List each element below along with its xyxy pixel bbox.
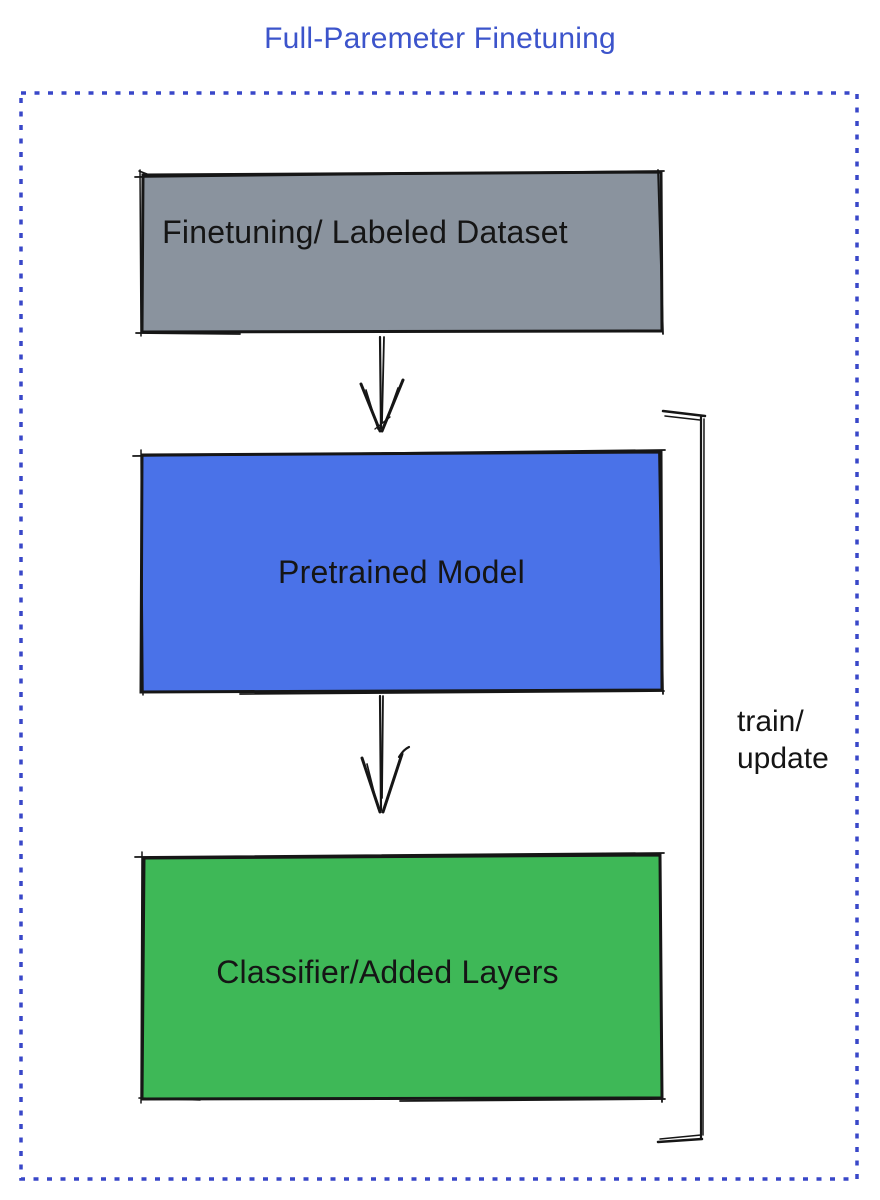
pretrained-box-label: Pretrained Model — [278, 554, 525, 590]
train-update-bracket — [656, 409, 707, 1144]
classifier-box-label: Classifier/Added Layers — [216, 954, 559, 990]
diagram-title: Full-Paremeter Finetuning — [264, 22, 616, 55]
dataset-box-shape — [134, 169, 665, 337]
pretrained-box-shape — [132, 449, 666, 696]
train-update-label: train/ update — [737, 705, 829, 775]
dataset-box-label: Finetuning/ Labeled Dataset — [162, 214, 568, 250]
classifier-box-shape — [134, 851, 666, 1104]
dotted-container-border — [19, 91, 859, 1181]
arrow-dataset-to-pretrained — [359, 335, 405, 433]
arrow-pretrained-to-classifier — [360, 694, 411, 814]
